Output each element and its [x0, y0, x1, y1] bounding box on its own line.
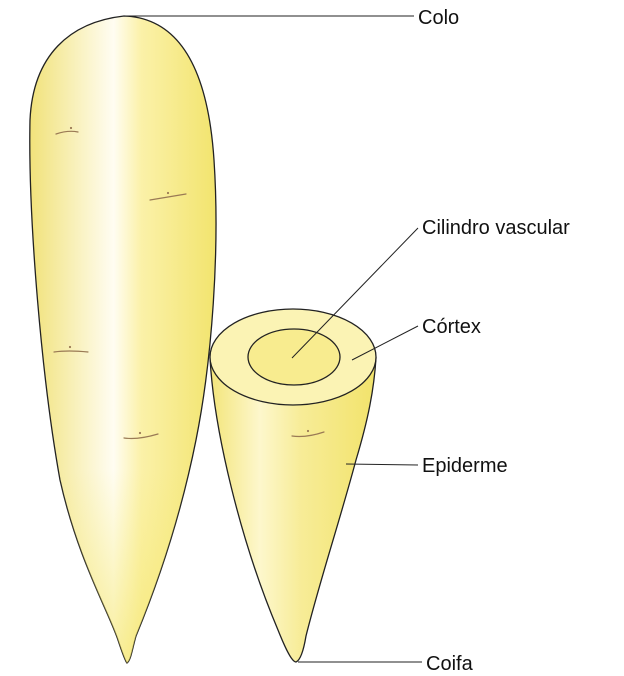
- label-epiderme: Epiderme: [422, 456, 508, 476]
- label-coifa: Coifa: [426, 654, 473, 674]
- label-cortex: Córtex: [422, 317, 481, 337]
- long-root-shade: [30, 16, 216, 663]
- label-colo: Colo: [418, 8, 459, 28]
- label-cilindro-vascular: Cilindro vascular: [422, 218, 570, 238]
- vascular-cylinder: [248, 329, 340, 385]
- long-root: [30, 16, 216, 663]
- sectioned-root: [210, 309, 376, 662]
- leader-epiderme: [346, 464, 418, 465]
